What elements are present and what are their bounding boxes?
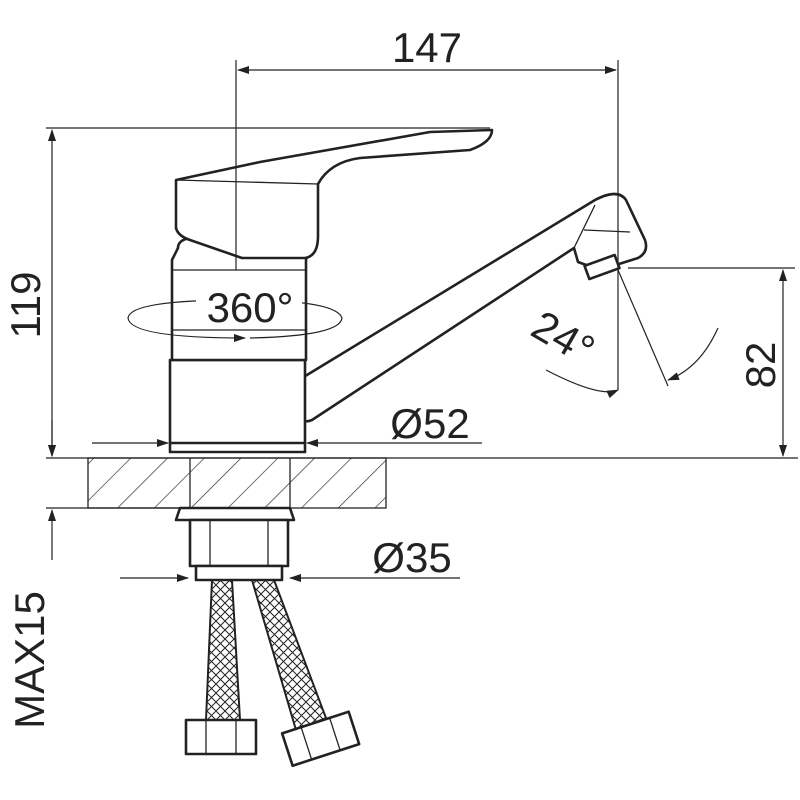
thread-diameter-label: Ø35 (372, 534, 451, 581)
dimension-spout-height: 82 (628, 267, 795, 457)
total-height-label: 119 (2, 272, 49, 339)
base-diameter-label: Ø52 (390, 400, 469, 447)
rotation-label: 360° (207, 284, 294, 331)
dimension-thread-diameter: Ø35 (120, 534, 460, 582)
width-label: 147 (392, 24, 462, 71)
dimension-base-diameter: Ø52 (92, 400, 482, 447)
dimension-total-height: 119 (2, 127, 490, 457)
dimension-spout-angle: 24° (524, 269, 719, 399)
mounting-fittings (174, 506, 296, 582)
spout-angle-label: 24° (524, 301, 603, 373)
dimension-max-thickness: MAX15 (6, 420, 180, 729)
countertop-section (46, 457, 798, 509)
spout-height-label: 82 (737, 342, 784, 389)
max-thickness-label: MAX15 (6, 591, 53, 729)
dimension-rotation: 360° (127, 278, 343, 342)
dimension-width: 147 (235, 24, 619, 390)
flex-hoses (184, 579, 361, 768)
